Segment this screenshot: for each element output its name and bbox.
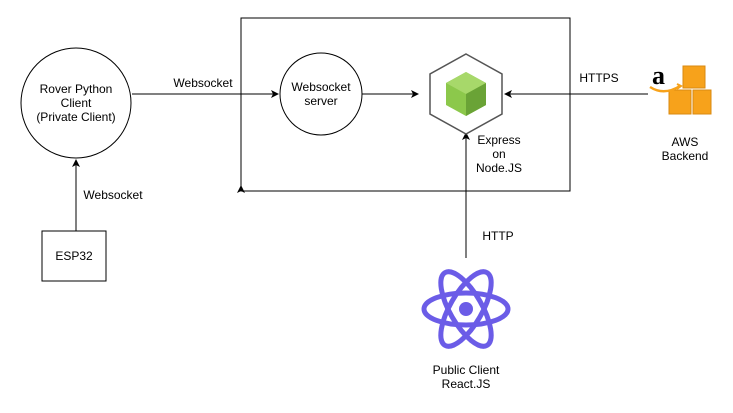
ws-label-line2: server xyxy=(304,94,338,108)
svg-text:a: a xyxy=(652,61,665,90)
edge-label-rover-to-ws: Websocket xyxy=(173,76,233,90)
express-label: Express on Node.JS xyxy=(470,133,528,175)
express-label-line1: Express xyxy=(477,133,521,147)
aws-label-line1: AWS xyxy=(671,135,699,149)
edge-label-aws-to-express: HTTPS xyxy=(579,71,619,85)
express-label-line3: Node.JS xyxy=(475,161,523,175)
public-client-line1: Public Client xyxy=(432,363,500,377)
server-container xyxy=(240,17,571,192)
aws-label-line2: Backend xyxy=(661,149,709,163)
websocket-server-label: Websocket server xyxy=(281,80,361,108)
ws-label-line1: Websocket xyxy=(291,80,351,94)
aws-label: AWS Backend xyxy=(652,135,718,163)
express-label-line2: on xyxy=(492,147,506,161)
edge-label-esp-to-rover: Websocket xyxy=(83,188,143,202)
nodejs-icon xyxy=(429,53,503,135)
esp32-node[interactable] xyxy=(41,230,107,282)
rover-label-line1: Rover Python xyxy=(39,82,113,96)
rover-client-label: Rover Python Client (Private Client) xyxy=(26,82,126,124)
rover-client-node[interactable] xyxy=(20,47,132,159)
rover-label-line3: (Private Client) xyxy=(36,110,116,124)
react-icon xyxy=(421,269,511,349)
rover-label-line2: Client xyxy=(60,96,92,110)
public-client-line2: React.JS xyxy=(441,377,491,391)
public-client-label: Public Client React.JS xyxy=(411,363,521,391)
edge-label-react-to-express: HTTP xyxy=(482,229,514,243)
esp32-label: ESP32 xyxy=(55,249,93,263)
amazon-icon: a xyxy=(649,61,712,115)
